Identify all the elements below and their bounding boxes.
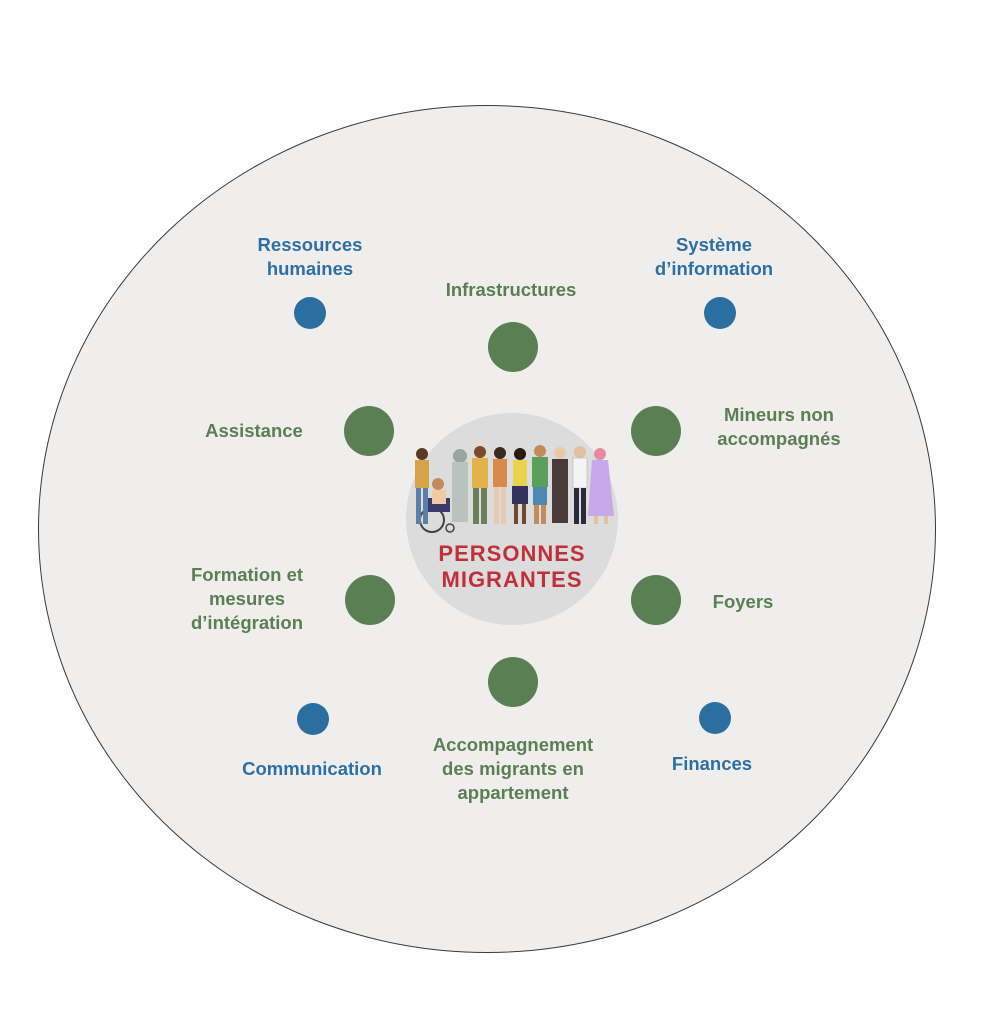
label-line: Foyers <box>712 591 774 612</box>
label-line: Communication <box>242 758 382 779</box>
node-systeme <box>704 297 736 329</box>
label-line: Accompagnement <box>432 734 594 755</box>
node-accompagnement <box>488 657 538 707</box>
label-line: Infrastructures <box>445 279 577 300</box>
label-line: mesures <box>208 588 286 609</box>
label-formation: Formation et mesures d’intégration <box>191 563 303 635</box>
node-communication <box>297 703 329 735</box>
label-foyers: Foyers <box>713 590 774 614</box>
label-ressources: Ressources humaines <box>258 233 363 281</box>
label-communication: Communication <box>242 757 382 781</box>
label-line: Ressources <box>257 234 363 255</box>
label-line: des migrants en <box>442 758 584 779</box>
label-line: Assistance <box>205 420 303 441</box>
node-assistance <box>344 406 394 456</box>
label-systeme: Système d’information <box>655 233 773 281</box>
label-accompagnement: Accompagnement des migrants en apparteme… <box>433 733 593 805</box>
node-finances <box>699 702 731 734</box>
node-ressources <box>294 297 326 329</box>
center-title-line-2: MIGRANTES <box>441 567 583 592</box>
label-finances: Finances <box>672 752 752 776</box>
label-line: Système <box>675 234 753 255</box>
label-line: Mineurs non <box>724 404 834 425</box>
node-mineurs <box>631 406 681 456</box>
label-line: appartement <box>457 782 569 803</box>
node-formation <box>345 575 395 625</box>
label-line: humaines <box>266 258 354 279</box>
label-infrastructures: Infrastructures <box>446 278 577 302</box>
people-illustration-icon <box>415 445 614 533</box>
label-line: Formation et <box>190 564 304 585</box>
label-assistance: Assistance <box>205 419 303 443</box>
label-line: d’information <box>654 258 774 279</box>
label-line: accompagnés <box>717 428 841 449</box>
node-foyers <box>631 575 681 625</box>
label-mineurs: Mineurs non accompagnés <box>717 403 840 451</box>
label-line: Finances <box>671 753 753 774</box>
center-title-line-1: PERSONNES <box>438 541 586 566</box>
node-infrastructures <box>488 322 538 372</box>
label-line: d’intégration <box>190 612 304 633</box>
